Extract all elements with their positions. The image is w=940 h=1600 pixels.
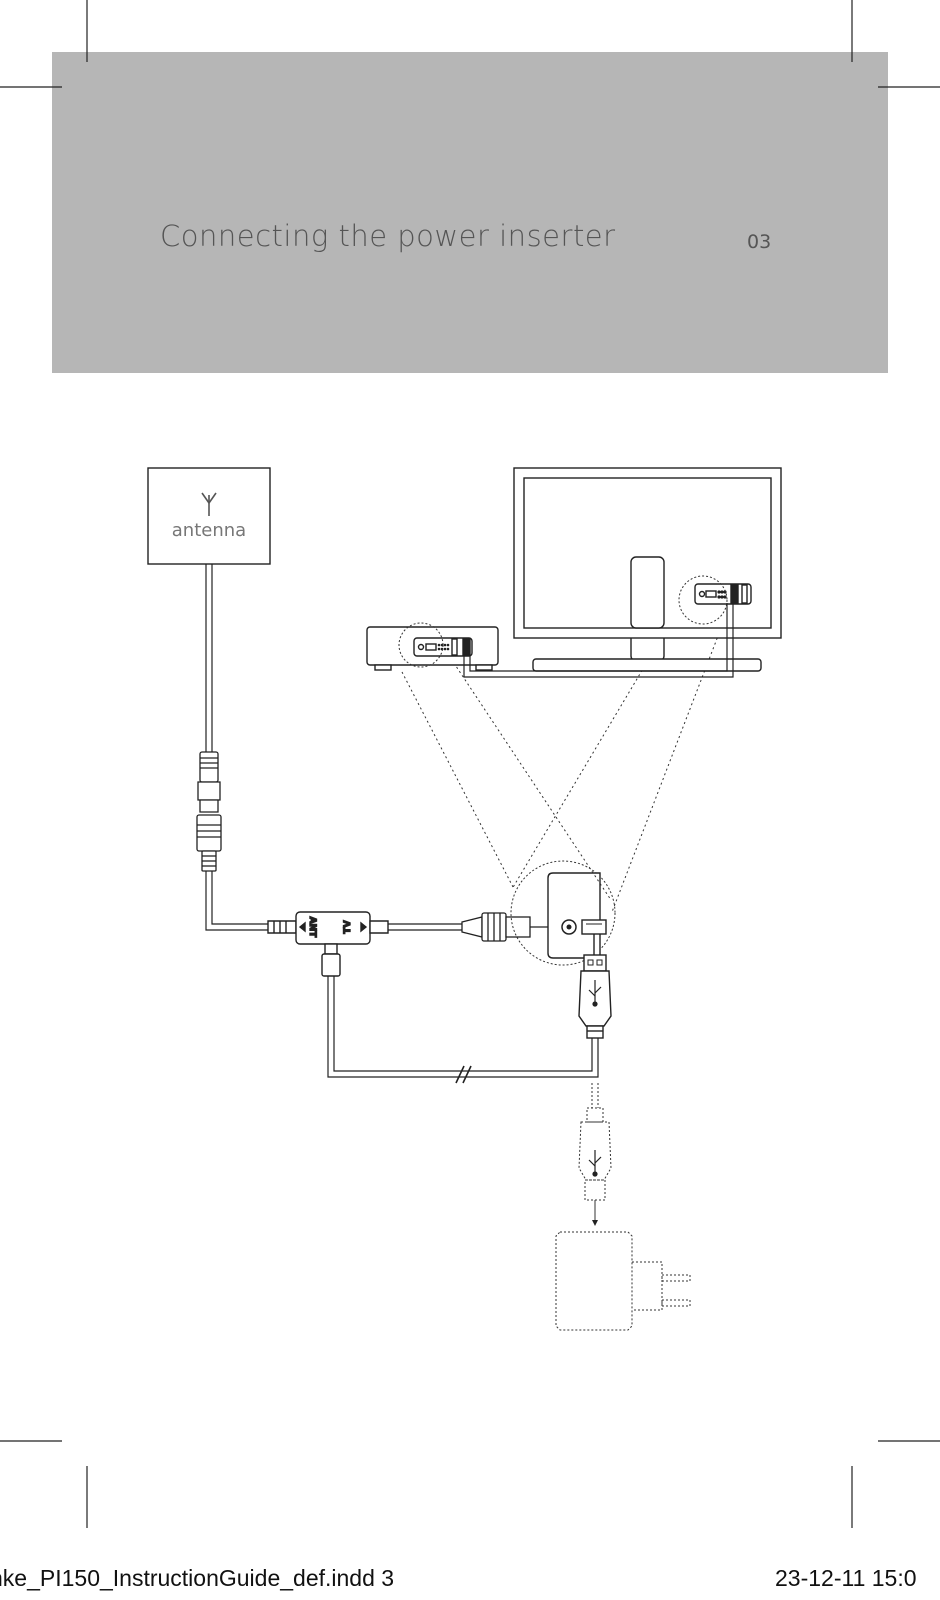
page-number: 03	[747, 231, 772, 253]
antenna-box: antenna	[147, 467, 271, 565]
coax-connector-pair	[196, 751, 222, 872]
usb-icon	[588, 1150, 602, 1177]
power-adapter	[555, 1231, 691, 1331]
tv-coax-plug	[461, 912, 553, 942]
stb-tv-cable	[463, 603, 734, 678]
page-title: Connecting the power inserter	[160, 219, 616, 253]
antenna-cable	[205, 564, 213, 755]
television	[513, 467, 782, 672]
port-zoom-detail	[510, 860, 616, 966]
inserter-label-ant: ANT	[307, 917, 317, 938]
usb-icon	[588, 980, 602, 1007]
header-band	[52, 52, 888, 373]
projection-lines	[401, 609, 729, 913]
optional-usb-adapter	[578, 1083, 612, 1226]
cable-inserter-to-tv	[388, 923, 462, 931]
usb-cable	[327, 976, 599, 1084]
set-top-box	[366, 622, 499, 671]
file-slug: nke_PI150_InstructionGuide_def.indd 3	[0, 1565, 395, 1591]
antenna-label: antenna	[172, 520, 246, 541]
inserter-label-tv: TV	[343, 920, 353, 933]
print-date-time: 23-12-11 15:0	[775, 1565, 917, 1591]
power-inserter: ANT TV	[267, 911, 389, 977]
crop-marks	[0, 0, 940, 1528]
tv-usb-plug	[578, 934, 612, 1039]
cable-to-inserter	[205, 871, 268, 931]
antenna-icon	[201, 492, 217, 516]
